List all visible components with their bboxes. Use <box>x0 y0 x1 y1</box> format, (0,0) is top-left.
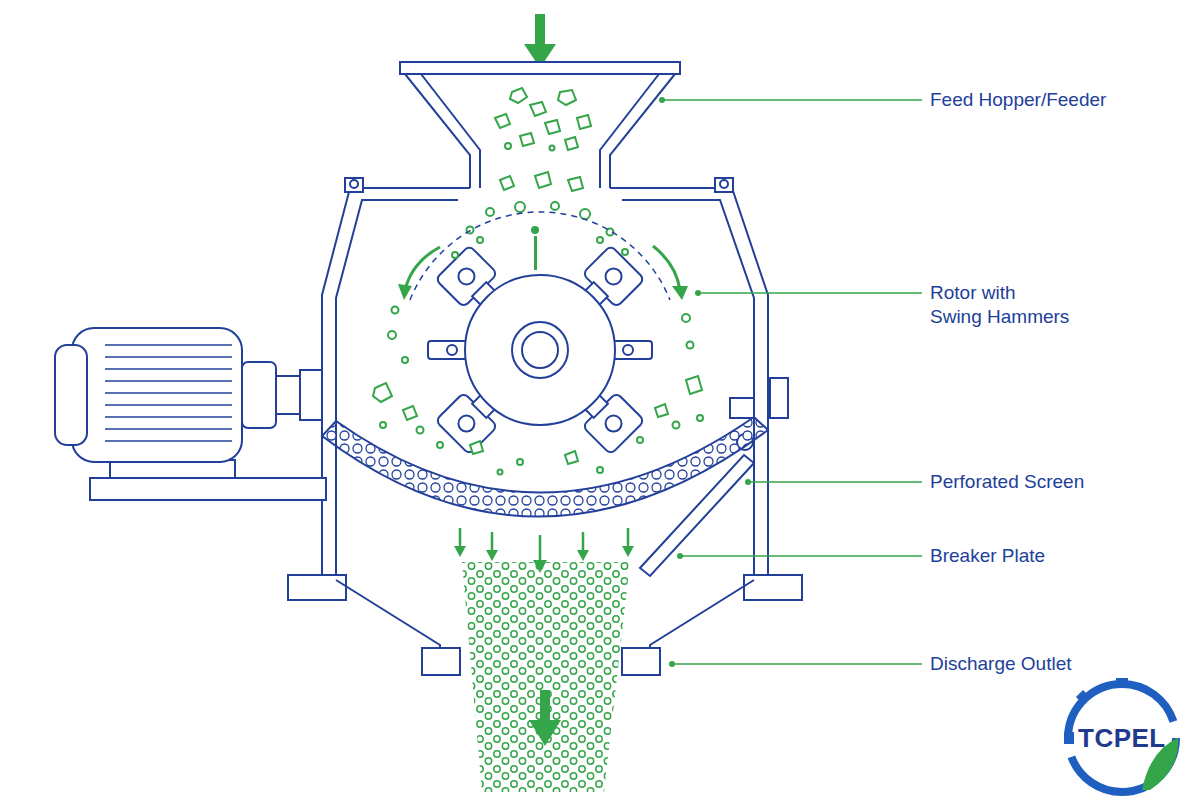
callout-label: Discharge Outlet <box>930 652 1072 676</box>
feed-material <box>467 88 614 236</box>
breaker-plate <box>640 455 754 576</box>
callout-label: Feed Hopper/Feeder <box>930 88 1106 112</box>
logo-text: TCPEL <box>1078 723 1166 753</box>
feed-hopper <box>400 62 680 188</box>
rotation-arrows <box>398 246 688 300</box>
electric-motor <box>55 328 326 500</box>
feed-arrow <box>524 14 556 68</box>
rotor <box>410 212 670 455</box>
leader-lines <box>659 97 922 667</box>
flow-arrows <box>454 528 634 746</box>
callout-label: Rotor with Swing Hammers <box>930 281 1071 329</box>
company-logo <box>1064 678 1178 792</box>
chamber-particles <box>373 237 703 475</box>
callout-label: Perforated Screen <box>930 470 1084 494</box>
discharge-stream <box>462 562 630 792</box>
callout-label: Breaker Plate <box>930 544 1045 568</box>
